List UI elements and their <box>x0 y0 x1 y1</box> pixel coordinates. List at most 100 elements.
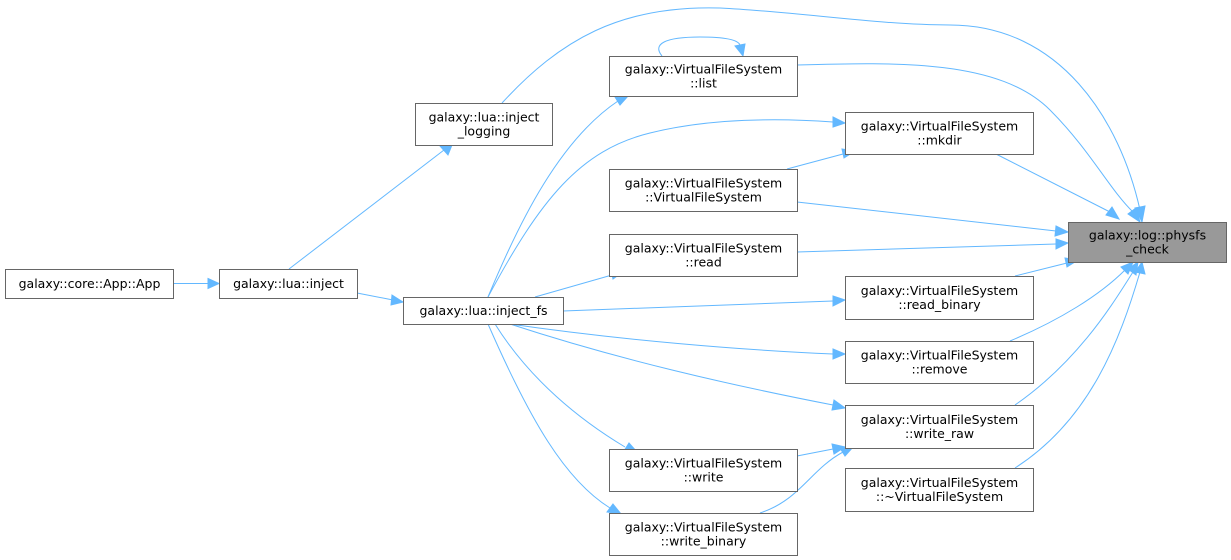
edge-line <box>796 201 1057 232</box>
edge-line <box>288 149 445 270</box>
node-label-line: ::mkdir <box>917 133 962 148</box>
node-label-line: galaxy::VirtualFileSystem <box>625 241 782 256</box>
node-vfs-ctor[interactable]: galaxy::VirtualFileSystem::VirtualFileSy… <box>609 169 798 212</box>
edge-arrowhead <box>831 399 847 411</box>
node-write-binary[interactable]: galaxy::VirtualFileSystem::write_binary <box>609 513 798 556</box>
edge-line <box>1009 269 1126 342</box>
edge-app-to-inject <box>173 277 221 290</box>
edge-inject_logging-to-physfs_check <box>501 7 1146 224</box>
edge-arrowhead <box>832 348 847 360</box>
node-box <box>845 468 1034 512</box>
edge-arrowhead <box>1054 225 1070 237</box>
node-label-line: galaxy::VirtualFileSystem <box>625 520 782 535</box>
edge-arrowhead <box>831 443 847 455</box>
edge-list-to-list <box>658 36 746 58</box>
edge-line <box>494 323 626 448</box>
edge-vfs_ctor-to-mkdir <box>786 148 857 170</box>
node-label-line: _check <box>1125 242 1170 257</box>
node-box <box>609 234 798 277</box>
edge-arrowhead <box>1055 238 1070 250</box>
node-label-line: galaxy::lua::inject <box>233 276 344 291</box>
node-label-line: ::read_binary <box>898 297 981 312</box>
edge-list-to-physfs_check <box>796 63 1141 224</box>
node-box <box>609 449 798 492</box>
edge-vfs_ctor-to-physfs_check <box>796 201 1070 237</box>
node-label-line: galaxy::VirtualFileSystem <box>861 119 1018 134</box>
node-label-line: galaxy::VirtualFileSystem <box>861 475 1018 490</box>
node-label-line: galaxy::VirtualFileSystem <box>625 62 782 77</box>
edge-inject_fs-to-write_raw <box>509 323 847 411</box>
node-label-line: ::write_raw <box>905 426 974 441</box>
edge-line <box>487 323 611 509</box>
edge-inject_fs-to-remove <box>509 323 847 360</box>
node-read-binary[interactable]: galaxy::VirtualFileSystem::read_binary <box>845 276 1034 320</box>
node-label-line: galaxy::log::physfs <box>1089 228 1206 243</box>
node-label-line: ::read <box>685 255 722 270</box>
edge-line <box>1014 262 1068 277</box>
edge-line <box>487 119 834 298</box>
edge-inject_fs-to-write_binary <box>487 323 623 515</box>
edge-inject_fs-to-mkdir <box>487 116 847 298</box>
edge-inject_fs-to-read_binary <box>562 295 847 312</box>
edge-write-to-write_raw <box>796 443 847 457</box>
node-vfs-dtor[interactable]: galaxy::VirtualFileSystem::~VirtualFileS… <box>845 468 1034 512</box>
node-box <box>5 269 174 299</box>
edge-line <box>562 300 834 312</box>
node-write[interactable]: galaxy::VirtualFileSystem::write <box>609 449 798 492</box>
edge-vfs_dtor-to-physfs_check <box>1014 260 1146 469</box>
edge-arrowhead <box>1134 260 1146 275</box>
edges-layer <box>173 7 1146 515</box>
edge-line <box>1014 271 1141 469</box>
node-box <box>845 341 1034 384</box>
edge-line <box>1014 271 1134 406</box>
node-mkdir[interactable]: galaxy::VirtualFileSystem::mkdir <box>845 112 1034 155</box>
edge-line <box>796 63 1134 213</box>
edge-inject-to-inject_fs <box>356 292 405 306</box>
node-app[interactable]: galaxy::core::App::App <box>5 269 174 299</box>
edge-arrowhead <box>1127 207 1141 224</box>
node-remove[interactable]: galaxy::VirtualFileSystem::remove <box>845 341 1034 384</box>
edge-line <box>658 36 741 57</box>
edge-arrowhead <box>832 116 847 128</box>
node-physfs-check: galaxy::log::physfs_check <box>1068 222 1227 263</box>
edge-line <box>501 7 1141 211</box>
node-label-line: galaxy::lua::inject <box>429 110 540 125</box>
node-label-line: galaxy::lua::inject_fs <box>419 303 547 318</box>
node-label-line: ::~VirtualFileSystem <box>876 489 1003 504</box>
node-box <box>219 269 358 299</box>
edge-line <box>356 292 394 301</box>
node-label-line: galaxy::core::App::App <box>19 276 161 291</box>
node-inject-fs[interactable]: galaxy::lua::inject_fs <box>403 297 564 325</box>
node-box <box>1068 222 1227 263</box>
node-box <box>609 56 798 97</box>
edge-arrowhead <box>734 43 746 58</box>
node-inject-logging[interactable]: galaxy::lua::inject_logging <box>415 103 553 146</box>
node-box <box>609 169 798 212</box>
edge-line <box>786 153 844 170</box>
node-box <box>415 103 553 146</box>
edge-line <box>509 323 834 355</box>
node-box <box>845 276 1034 320</box>
node-label-line: ::list <box>690 76 717 91</box>
edge-arrowhead <box>1105 206 1121 220</box>
node-write-raw[interactable]: galaxy::VirtualFileSystem::write_raw <box>845 405 1034 449</box>
edge-read-to-physfs_check <box>796 238 1070 253</box>
node-inject[interactable]: galaxy::lua::inject <box>219 269 358 299</box>
edge-arrowhead <box>390 294 405 306</box>
node-box <box>609 513 798 556</box>
edge-line <box>995 153 1111 213</box>
edge-line <box>796 448 834 457</box>
edge-inject-to-inject_logging <box>288 144 453 270</box>
node-box <box>845 112 1034 155</box>
node-label-line: galaxy::VirtualFileSystem <box>861 412 1018 427</box>
node-list[interactable]: galaxy::VirtualFileSystem::list <box>609 56 798 97</box>
edge-line <box>796 243 1057 253</box>
edge-arrowhead <box>207 277 221 290</box>
node-read[interactable]: galaxy::VirtualFileSystem::read <box>609 234 798 277</box>
node-label-line: galaxy::VirtualFileSystem <box>625 456 782 471</box>
nodes-layer: galaxy::log::physfs_checkgalaxy::Virtual… <box>5 56 1227 556</box>
edge-inject_fs-to-write <box>494 323 639 453</box>
edge-line <box>759 451 844 514</box>
node-label-line: ::VirtualFileSystem <box>645 190 762 205</box>
